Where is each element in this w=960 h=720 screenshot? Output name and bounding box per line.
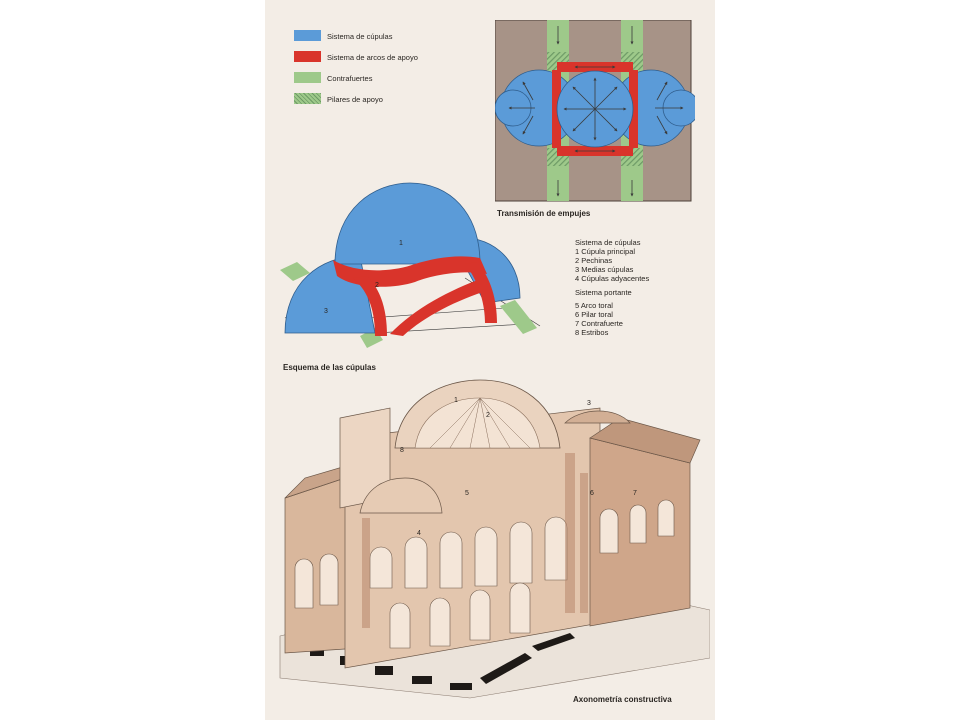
axon-number: 7 — [633, 490, 637, 497]
book-page: Sistema de cúpulas Sistema de arcos de a… — [265, 0, 715, 720]
plan-caption: Transmisión de empujes — [497, 209, 591, 218]
axon-caption: Axonometría constructiva — [573, 695, 672, 704]
key-item: 8 Estribos — [575, 328, 609, 337]
key-item: 6 Pilar toral — [575, 310, 613, 319]
thrust-plan-diagram — [495, 20, 695, 202]
dome-number: 2 — [375, 282, 379, 289]
key-item: 5 Arco toral — [575, 301, 613, 310]
dome-number: 3 — [324, 308, 328, 315]
key-group-support: Sistema portante 5 Arco toral 6 Pilar to… — [575, 288, 649, 337]
dome-schema-diagram — [280, 182, 541, 348]
legend-swatch-red — [294, 51, 321, 62]
legend-swatch-green — [294, 72, 321, 83]
legend-label: Contrafuertes — [327, 74, 373, 83]
key-item: 2 Pechinas — [575, 256, 613, 265]
axon-number: 2 — [486, 412, 490, 419]
axon-number: 6 — [590, 490, 594, 497]
legend-swatch-blue — [294, 30, 321, 41]
legend-label: Sistema de cúpulas — [327, 32, 393, 41]
dome-number: 1 — [399, 240, 403, 247]
axon-number: 1 — [454, 397, 458, 404]
key-item: 4 Cúpulas adyacentes — [575, 274, 650, 283]
axon-number: 4 — [417, 530, 421, 537]
key-item: 1 Cúpula principal — [575, 247, 636, 256]
key-group-title: Sistema de cúpulas — [575, 238, 641, 247]
axon-number: 8 — [400, 447, 404, 454]
legend-label: Pilares de apoyo — [327, 95, 383, 104]
legend-swatch-pillar — [294, 93, 321, 104]
legend-label: Sistema de arcos de apoyo — [327, 53, 418, 62]
domes-caption: Esquema de las cúpulas — [283, 363, 376, 372]
key-group-domes: Sistema de cúpulas 1 Cúpula principal 2 … — [575, 238, 649, 283]
axon-number: 5 — [465, 490, 469, 497]
numbered-key: Sistema de cúpulas 1 Cúpula principal 2 … — [575, 238, 649, 337]
axon-number: 3 — [587, 400, 591, 407]
key-item: 3 Medias cúpulas — [575, 265, 634, 274]
key-item: 7 Contrafuerte — [575, 319, 623, 328]
key-group-title: Sistema portante — [575, 288, 632, 297]
axonometric-cutaway-drawing — [279, 379, 710, 699]
